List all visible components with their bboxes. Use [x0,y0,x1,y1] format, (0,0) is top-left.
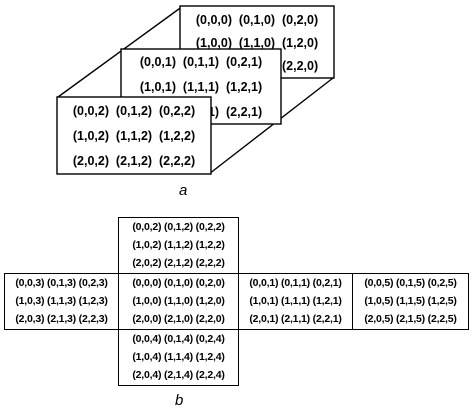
slice-z0-row-1: (1,0,0) (1,1,0) (1,2,0) [196,36,318,50]
net-center-row-0: (0,0,0) (0,1,0) (0,2,0) [132,277,225,289]
caption-a: a [179,182,188,199]
net-left-row-2: (2,0,3) (2,1,3) (2,2,3) [15,313,108,325]
net-top-row-2: (2,0,2) (2,1,2) (2,2,2) [132,257,225,269]
slice-z2-row-2: (2,0,2) (2,1,2) (2,2,2) [73,154,195,168]
net-face-bottom: (0,0,4) (0,1,4) (0,2,4) (1,0,4) (1,1,4) … [118,329,239,386]
net-face-left: (0,0,3) (0,1,3) (0,2,3) (1,0,3) (1,1,3) … [4,273,119,330]
net-face-center: (0,0,0) (0,1,0) (0,2,0) (1,0,0) (1,1,0) … [118,273,239,330]
net-bottom-row-0: (0,0,4) (0,1,4) (0,2,4) [132,333,225,345]
net-right1-row-2: (2,0,1) (2,1,1) (2,2,1) [249,313,342,325]
net-bottom-row-1: (1,0,4) (1,1,4) (1,2,4) [132,351,225,363]
net-face-top: (0,0,2) (0,1,2) (0,2,2) (1,0,2) (1,1,2) … [118,217,239,274]
depth-edge-bottom-right [208,77,334,175]
net-bottom-row-2: (2,0,4) (2,1,4) (2,2,4) [132,369,225,381]
slice-z2-row-1: (1,0,2) (1,1,2) (1,2,2) [73,129,195,143]
net-face-right-1: (0,0,1) (0,1,1) (0,2,1) (1,0,1) (1,1,1) … [238,273,353,330]
slice-z1-row-0: (0,0,1) (0,1,1) (0,2,1) [140,55,262,69]
net-right2-row-1: (1,0,5) (1,1,5) (1,2,5) [364,295,457,307]
net-center-row-1: (1,0,0) (1,1,0) (1,2,0) [132,295,225,307]
net-top-row-0: (0,0,2) (0,1,2) (0,2,2) [132,221,225,233]
net-right2-row-0: (0,0,5) (0,1,5) (0,2,5) [364,277,457,289]
caption-b: b [175,392,184,409]
slice-z2-row-0: (0,0,2) (0,1,2) (0,2,2) [73,104,195,118]
slice-z2-box [56,96,212,175]
net-right1-row-0: (0,0,1) (0,1,1) (0,2,1) [249,277,342,289]
net-center-row-2: (2,0,0) (2,1,0) (2,2,0) [132,313,225,325]
net-face-right-2: (0,0,5) (0,1,5) (0,2,5) (1,0,5) (1,1,5) … [352,273,469,330]
cube-slices-diagram: (0,0,0) (0,1,0) (0,2,0) (1,0,0) (1,1,0) … [56,5,335,175]
net-top-row-1: (1,0,2) (1,1,2) (1,2,2) [132,239,225,251]
net-left-row-0: (0,0,3) (0,1,3) (0,2,3) [15,277,108,289]
net-right1-row-1: (1,0,1) (1,1,1) (1,2,1) [249,295,342,307]
slice-z1-row-1: (1,0,1) (1,1,1) (1,2,1) [140,80,262,94]
net-left-row-1: (1,0,3) (1,1,3) (1,2,3) [15,295,108,307]
slice-z0-row-0: (0,0,0) (0,1,0) (0,2,0) [196,13,318,27]
net-right2-row-2: (2,0,5) (2,1,5) (2,2,5) [364,313,457,325]
